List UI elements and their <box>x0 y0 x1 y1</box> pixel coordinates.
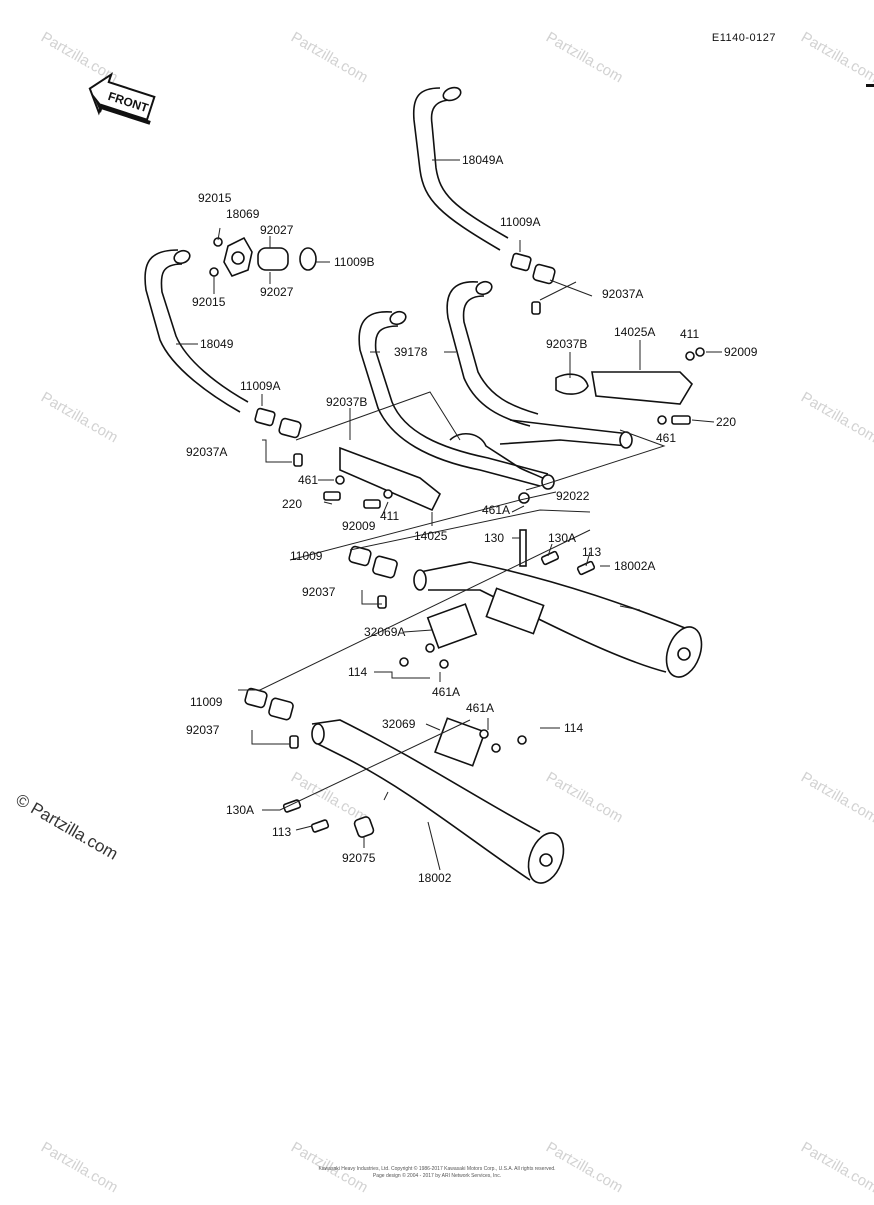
part-label[interactable]: 114 <box>564 721 583 735</box>
gaskets-and-clamps <box>209 236 556 749</box>
part-label[interactable]: 92015 <box>192 295 226 309</box>
part-label[interactable]: 92009 <box>342 519 376 533</box>
part-label[interactable]: 92015 <box>198 191 232 205</box>
part-label[interactable]: 92037B <box>546 337 587 351</box>
part-label[interactable]: 130 <box>484 531 504 545</box>
muffler-18002A <box>399 492 703 678</box>
part-label[interactable]: 92075 <box>342 851 376 865</box>
part-label[interactable]: 92037A <box>602 287 643 301</box>
part-label[interactable]: 130A <box>226 803 254 817</box>
front-arrow-icon: FRONT <box>88 72 156 125</box>
exhaust-pipe-18049 <box>144 249 249 413</box>
muffler-18002 <box>282 550 596 884</box>
part-label[interactable]: 14025A <box>614 325 655 339</box>
footer-page-design: Page design © 2004 - 2017 by ARI Network… <box>372 1173 502 1179</box>
part-label[interactable]: 92009 <box>724 345 758 359</box>
part-label[interactable]: 14025 <box>414 529 448 543</box>
leader-lines <box>176 159 722 871</box>
exhaust-pipe-39178 <box>358 280 633 490</box>
part-label[interactable]: 92022 <box>556 489 590 503</box>
part-label[interactable]: 220 <box>282 497 302 511</box>
part-label[interactable]: 11009A <box>240 379 280 393</box>
part-label[interactable]: 18002 <box>418 871 452 885</box>
part-label[interactable]: 461A <box>466 701 494 715</box>
watermark-text: Partzilla.com <box>38 389 121 447</box>
watermark-text: Partzilla.com <box>543 29 626 87</box>
part-label[interactable]: 92037A <box>186 445 227 459</box>
brackets <box>323 347 705 512</box>
watermark-text: Partzilla.com <box>798 29 874 87</box>
part-label[interactable]: 92027 <box>260 285 294 299</box>
diagram-code: E1140-0127 <box>711 32 776 44</box>
part-label[interactable]: 113 <box>582 545 601 559</box>
watermark-text: Partzilla.com <box>288 769 371 827</box>
part-label[interactable]: 18049A <box>462 153 503 167</box>
part-label[interactable]: 32069 <box>382 717 416 731</box>
exhaust-pipe-18049A <box>412 86 509 251</box>
part-label[interactable]: 11009A <box>500 215 540 229</box>
part-label[interactable]: 461 <box>656 431 676 445</box>
watermark-text: Partzilla.com <box>798 389 874 447</box>
part-label[interactable]: 11009B <box>334 255 374 269</box>
part-label[interactable]: 461A <box>482 503 510 517</box>
part-label[interactable]: 18049 <box>200 337 234 351</box>
part-label[interactable]: 411 <box>680 327 699 341</box>
part-label[interactable]: 461A <box>432 685 460 699</box>
part-label[interactable]: 130A <box>548 531 576 545</box>
edge-mark <box>866 84 874 87</box>
part-label[interactable]: 11009 <box>290 549 323 563</box>
part-labels: 18049A 11009A 92037A 92015 18069 92027 1… <box>186 153 758 885</box>
part-label[interactable]: 411 <box>380 509 399 523</box>
part-label[interactable]: 32069A <box>364 625 405 639</box>
part-label[interactable]: 18069 <box>226 207 260 221</box>
part-label[interactable]: 113 <box>272 825 291 839</box>
watermark-text: Partzilla.com <box>288 29 371 87</box>
part-label[interactable]: 39178 <box>394 345 428 359</box>
watermark-text: Partzilla.com <box>798 769 874 827</box>
part-label[interactable]: 92037 <box>186 723 220 737</box>
part-label[interactable]: 461 <box>298 473 318 487</box>
part-label[interactable]: 220 <box>716 415 736 429</box>
watermark-text: Partzilla.com <box>543 769 626 827</box>
part-label[interactable]: 114 <box>348 665 367 679</box>
footer-copyright: Kawasaki Heavy Industries, Ltd. Copyrigh… <box>318 1166 556 1172</box>
part-label[interactable]: 92037 <box>302 585 336 599</box>
part-label[interactable]: 11009 <box>190 695 223 709</box>
part-label[interactable]: 18002A <box>614 559 655 573</box>
part-label[interactable]: 92027 <box>260 223 294 237</box>
part-label[interactable]: 92037B <box>326 395 367 409</box>
